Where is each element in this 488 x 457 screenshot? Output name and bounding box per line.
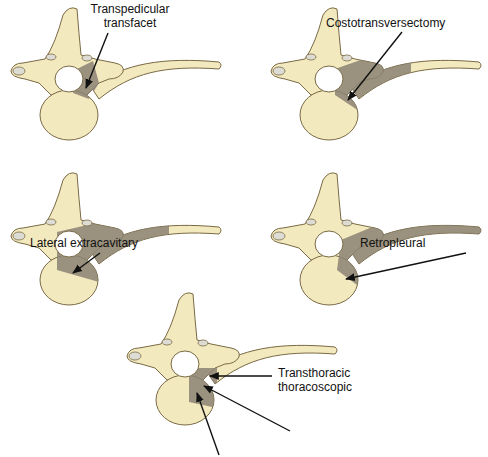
posterior-arch: [127, 293, 239, 380]
facet: [162, 339, 172, 345]
approach-label: Lateral extracavitary: [30, 236, 180, 250]
spinal-canal: [315, 66, 343, 92]
resection-zone: [335, 55, 411, 111]
approach-label: Transpedicular transfacet: [84, 2, 176, 30]
vertebra: [127, 293, 337, 425]
facet: [306, 54, 316, 60]
resection-zone: [337, 218, 488, 288]
facet: [342, 220, 352, 226]
leader-arrow: [348, 32, 402, 100]
facet: [13, 232, 25, 240]
facet: [342, 55, 352, 61]
vertebra: [11, 173, 221, 305]
approach-label: Retropleural: [360, 236, 470, 250]
facet: [46, 54, 56, 60]
vertebra: [271, 173, 488, 305]
leader-arrow: [73, 253, 100, 273]
leader-arrow: [86, 33, 108, 88]
facet: [82, 220, 92, 226]
facet: [198, 340, 208, 346]
facet: [82, 55, 92, 61]
facet: [273, 67, 285, 75]
leader-arrow: [346, 253, 466, 279]
facet: [129, 352, 141, 360]
facet: [306, 219, 316, 225]
approach-label: Transthoracic thoracoscopic: [278, 366, 370, 394]
facet: [13, 67, 25, 75]
spinal-canal: [171, 351, 199, 377]
vertebra: [271, 8, 481, 140]
spinal-canal: [55, 66, 83, 92]
spinal-canal: [315, 231, 343, 257]
facet: [46, 219, 56, 225]
leader-arrow: [197, 393, 219, 455]
facet: [273, 232, 285, 240]
approach-label: Costotransversectomy: [326, 16, 476, 30]
leader-arrow: [204, 386, 290, 431]
leader-arrow: [210, 375, 272, 376]
